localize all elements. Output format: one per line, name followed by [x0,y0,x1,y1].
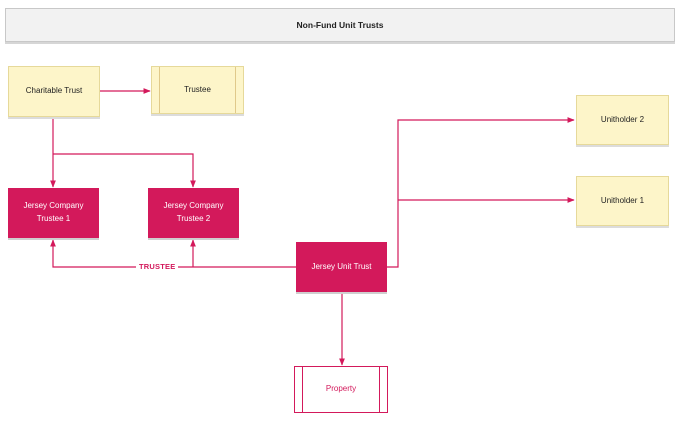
node-trustee-label: Trustee [184,84,211,94]
node-property-label: Property [325,384,357,394]
node-unitholder-2: Unitholder 2 [576,95,669,145]
edge-jut-to-jct1 [50,239,296,268]
diagram-title: Non-Fund Unit Trusts [5,8,675,42]
node-jersey-unit-trust: Jersey Unit Trust [296,242,387,292]
node-jersey-company-trustee-1: Jersey Company Trustee 1 [8,188,99,238]
node-trustee: Trustee [151,66,244,114]
node-jersey-company-trustee-2: Jersey Company Trustee 2 [148,188,239,238]
edge-charitable-to-jct2 [53,153,196,188]
edge-jut-to-unitholder2 [386,117,575,268]
node-property: Property [294,366,388,413]
node-unitholder-1: Unitholder 1 [576,176,669,226]
node-charitable-trust: Charitable Trust [8,66,100,117]
edge-label-trustee: TRUSTEE [136,262,179,271]
